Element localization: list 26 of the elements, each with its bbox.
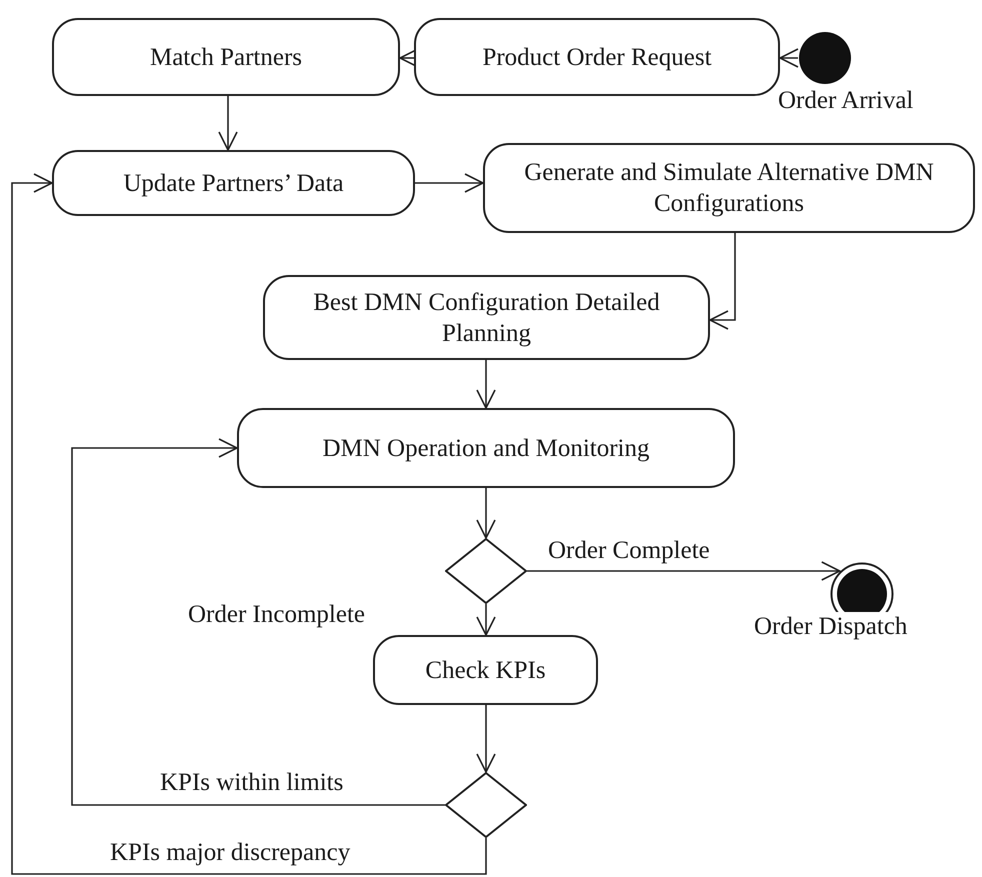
activity-label: Match Partners bbox=[150, 42, 302, 72]
flow-arrow bbox=[11, 173, 487, 875]
activity-box bbox=[237, 408, 735, 488]
activity-box bbox=[373, 635, 598, 705]
activity-label: Update Partners’ Data bbox=[123, 168, 344, 198]
node-caption: Order Dispatch bbox=[752, 612, 910, 642]
flow-arrow bbox=[476, 604, 496, 636]
flow-arrow bbox=[476, 705, 496, 773]
flow-arrow bbox=[779, 48, 799, 68]
activity-label: DMN Operation and Monitoring bbox=[322, 434, 650, 464]
flow-arrow bbox=[476, 360, 496, 409]
flow-arrow bbox=[71, 438, 445, 806]
flow-arrow bbox=[527, 561, 841, 581]
activity-box bbox=[52, 18, 400, 96]
flow-arrow bbox=[218, 96, 238, 151]
activity-box bbox=[52, 150, 415, 216]
activity-label: Best DMN Configuration Detailed Planning bbox=[312, 288, 661, 348]
activity-box bbox=[414, 18, 780, 96]
flow-arrow bbox=[476, 488, 496, 539]
activity-box bbox=[263, 275, 710, 360]
activity-label: Check KPIs bbox=[425, 656, 546, 686]
flow-arrow bbox=[709, 233, 736, 330]
activity-label: Product Order Request bbox=[482, 42, 712, 72]
activity-box bbox=[483, 143, 975, 233]
flow-arrow bbox=[415, 173, 484, 193]
activity-label: Generate and Simulate Alternative DMN Configurations bbox=[523, 158, 935, 219]
